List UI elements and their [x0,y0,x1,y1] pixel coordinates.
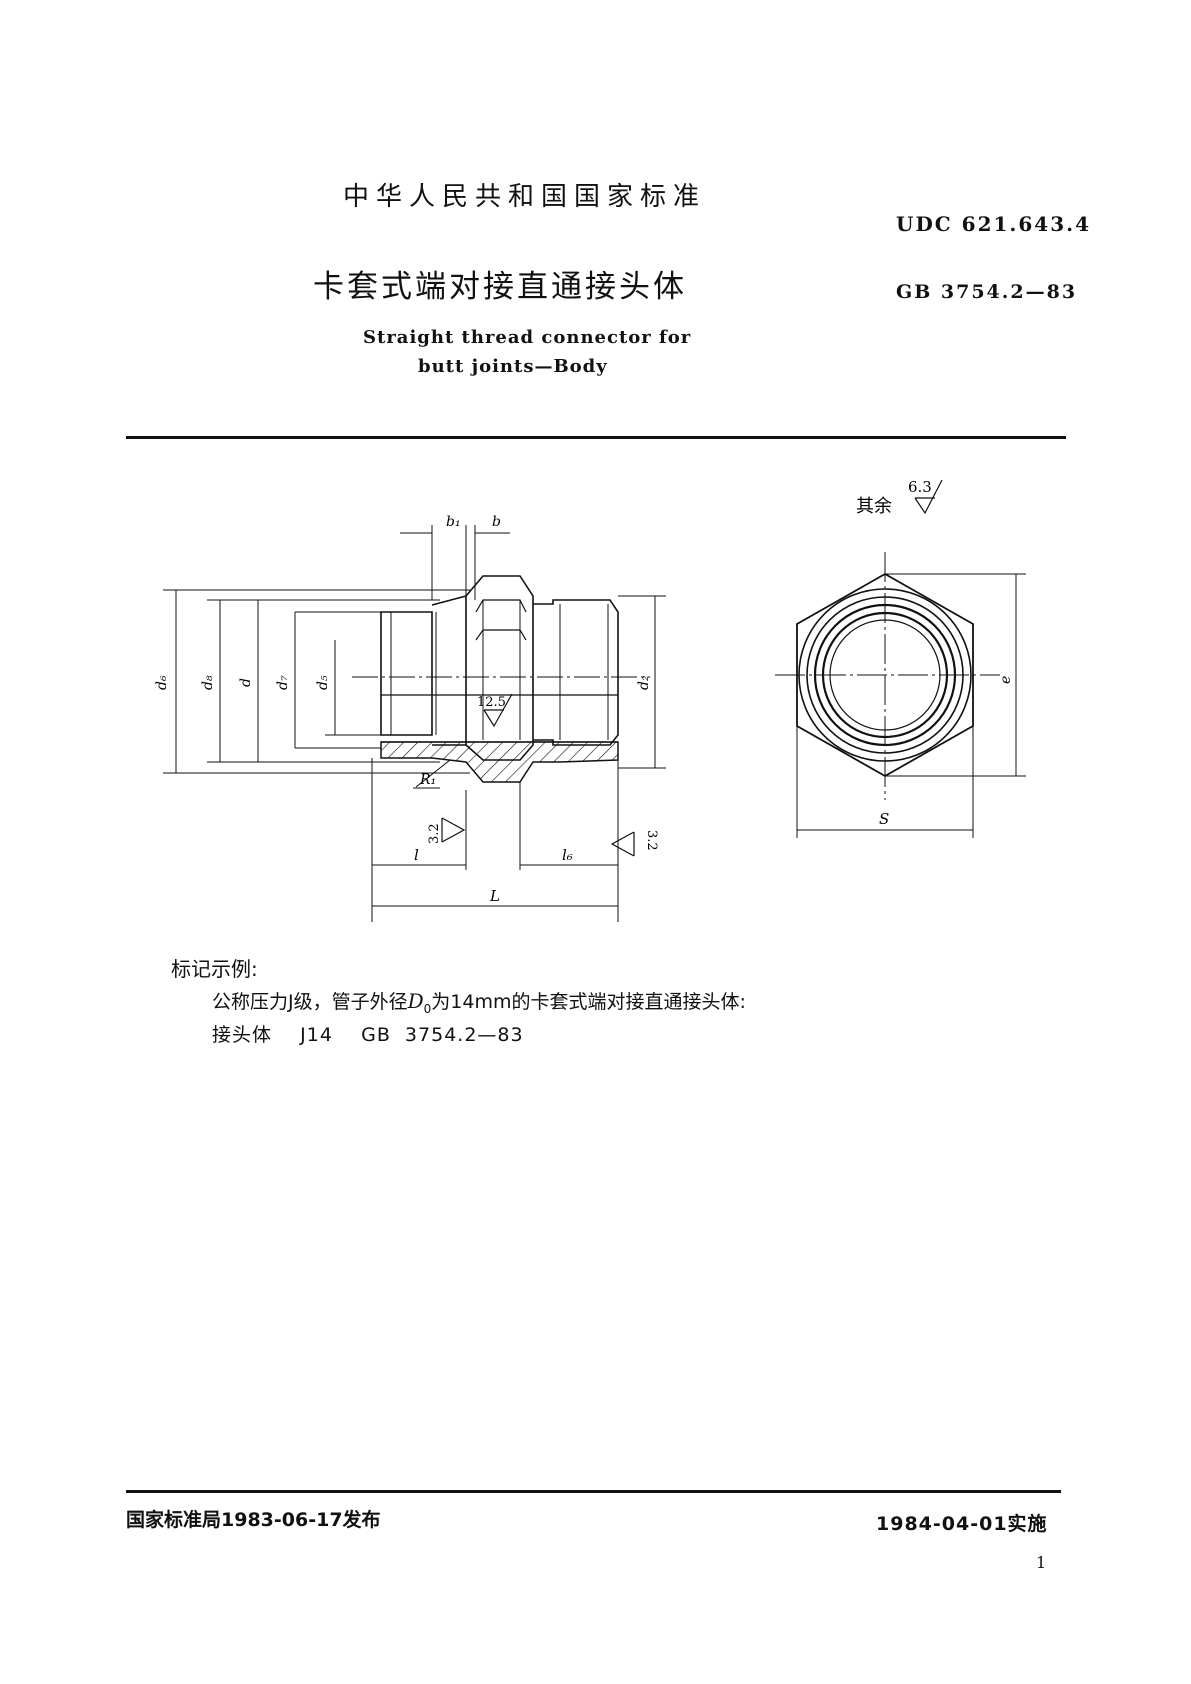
roughness-symbol-other [914,479,943,515]
example-symbol-subscript: 0 [423,1001,432,1016]
e-dimension [885,573,1026,777]
label-d6: d₆ [154,675,170,690]
label-d7: d₇ [275,675,291,690]
document-title-chinese: 卡套式端对接直通接头体 [313,269,687,305]
label-d8: d₈ [200,675,216,690]
document-title-english-line1: Straight thread connector for [363,327,692,348]
label-R1: R₁ [419,772,436,788]
diameter-dimensions [163,589,470,774]
r1-leader [415,759,451,788]
roughness-other-label: 其余 [856,496,892,517]
label-d2: d₂ [636,675,652,690]
b-dimensions [400,525,510,600]
roughness-symbol-right [610,831,635,857]
gb-standard-code: GB 3754.2—83 [896,281,1078,303]
standard-country-title: 中华人民共和国国家标准 [343,182,707,212]
roughness-right-value: 3.2 [644,830,659,851]
example-text-before: 公称压力J级，管子外径 [212,991,408,1013]
label-d5: d₅ [315,675,331,690]
label-L: L [489,887,500,905]
marking-example-description: 公称压力J级，管子外径D0为14mm的卡套式端对接直通接头体: [212,987,746,1016]
label-b1: b₁ [446,514,461,530]
label-e: e [998,676,1014,684]
label-b: b [492,514,501,530]
label-l6: l₆ [562,846,573,864]
example-symbol-D: D [407,989,424,1013]
roughness-symbol-inner [483,693,513,728]
marking-example-heading: 标记示例: [171,957,258,981]
example-text-after: 为14mm的卡套式端对接直通接头体: [431,991,746,1013]
page-number: 1 [1036,1553,1047,1572]
header-rule [126,436,1066,439]
roughness-other-value: 6.3 [908,478,932,496]
label-l: l [414,846,419,864]
label-d: d [238,678,254,687]
roughness-inner-value: 12.5 [477,695,506,710]
roughness-symbol-left [441,817,466,843]
udc-code: UDC 621.643.4 [896,212,1092,236]
end-view [775,552,1000,800]
effective-date: 1984-04-01实施 [876,1513,1048,1535]
side-view [380,575,619,761]
footer-rule [126,1490,1061,1493]
document-title-english-line2: butt joints—Body [418,356,608,377]
roughness-left-value: 3.2 [427,823,442,844]
issued-date: 国家标准局1983-06-17发布 [126,1509,381,1531]
length-dimensions [371,758,619,922]
marking-example-code: 接头体 J14 GB 3754.2—83 [212,1024,524,1046]
d2-dimension [618,595,666,769]
s-dimension [796,726,974,838]
label-S: S [879,810,889,828]
